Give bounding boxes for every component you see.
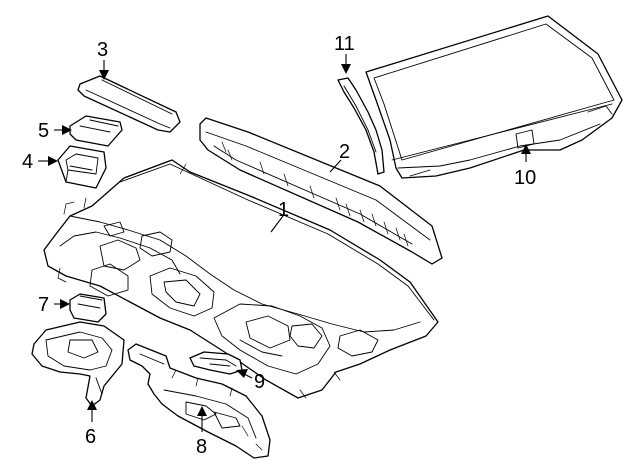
part-5-cover [69, 115, 123, 147]
callout-leaders [38, 54, 531, 432]
callout-2: 2 [339, 141, 350, 163]
callout-6: 6 [85, 426, 96, 448]
part-1-package-tray [43, 159, 439, 399]
part-11-trim-strip [337, 77, 385, 175]
part-6-side-trim [31, 321, 125, 407]
callout-4: 4 [22, 151, 33, 173]
callout-8: 8 [196, 436, 207, 458]
part-3-trim-cover [77, 75, 181, 133]
callout-10: 10 [514, 167, 536, 189]
part-4-housing [57, 145, 107, 189]
callout-5: 5 [38, 120, 49, 142]
callout-9: 9 [254, 371, 265, 393]
part-10-sunshade [365, 15, 623, 179]
part-7-clip [69, 293, 107, 323]
callout-11: 11 [334, 33, 355, 55]
part-2-trim-panel [199, 117, 443, 265]
callout-7: 7 [38, 294, 49, 316]
part-8-bracket [127, 343, 271, 459]
callout-3: 3 [97, 39, 108, 61]
callout-1: 1 [278, 199, 289, 221]
